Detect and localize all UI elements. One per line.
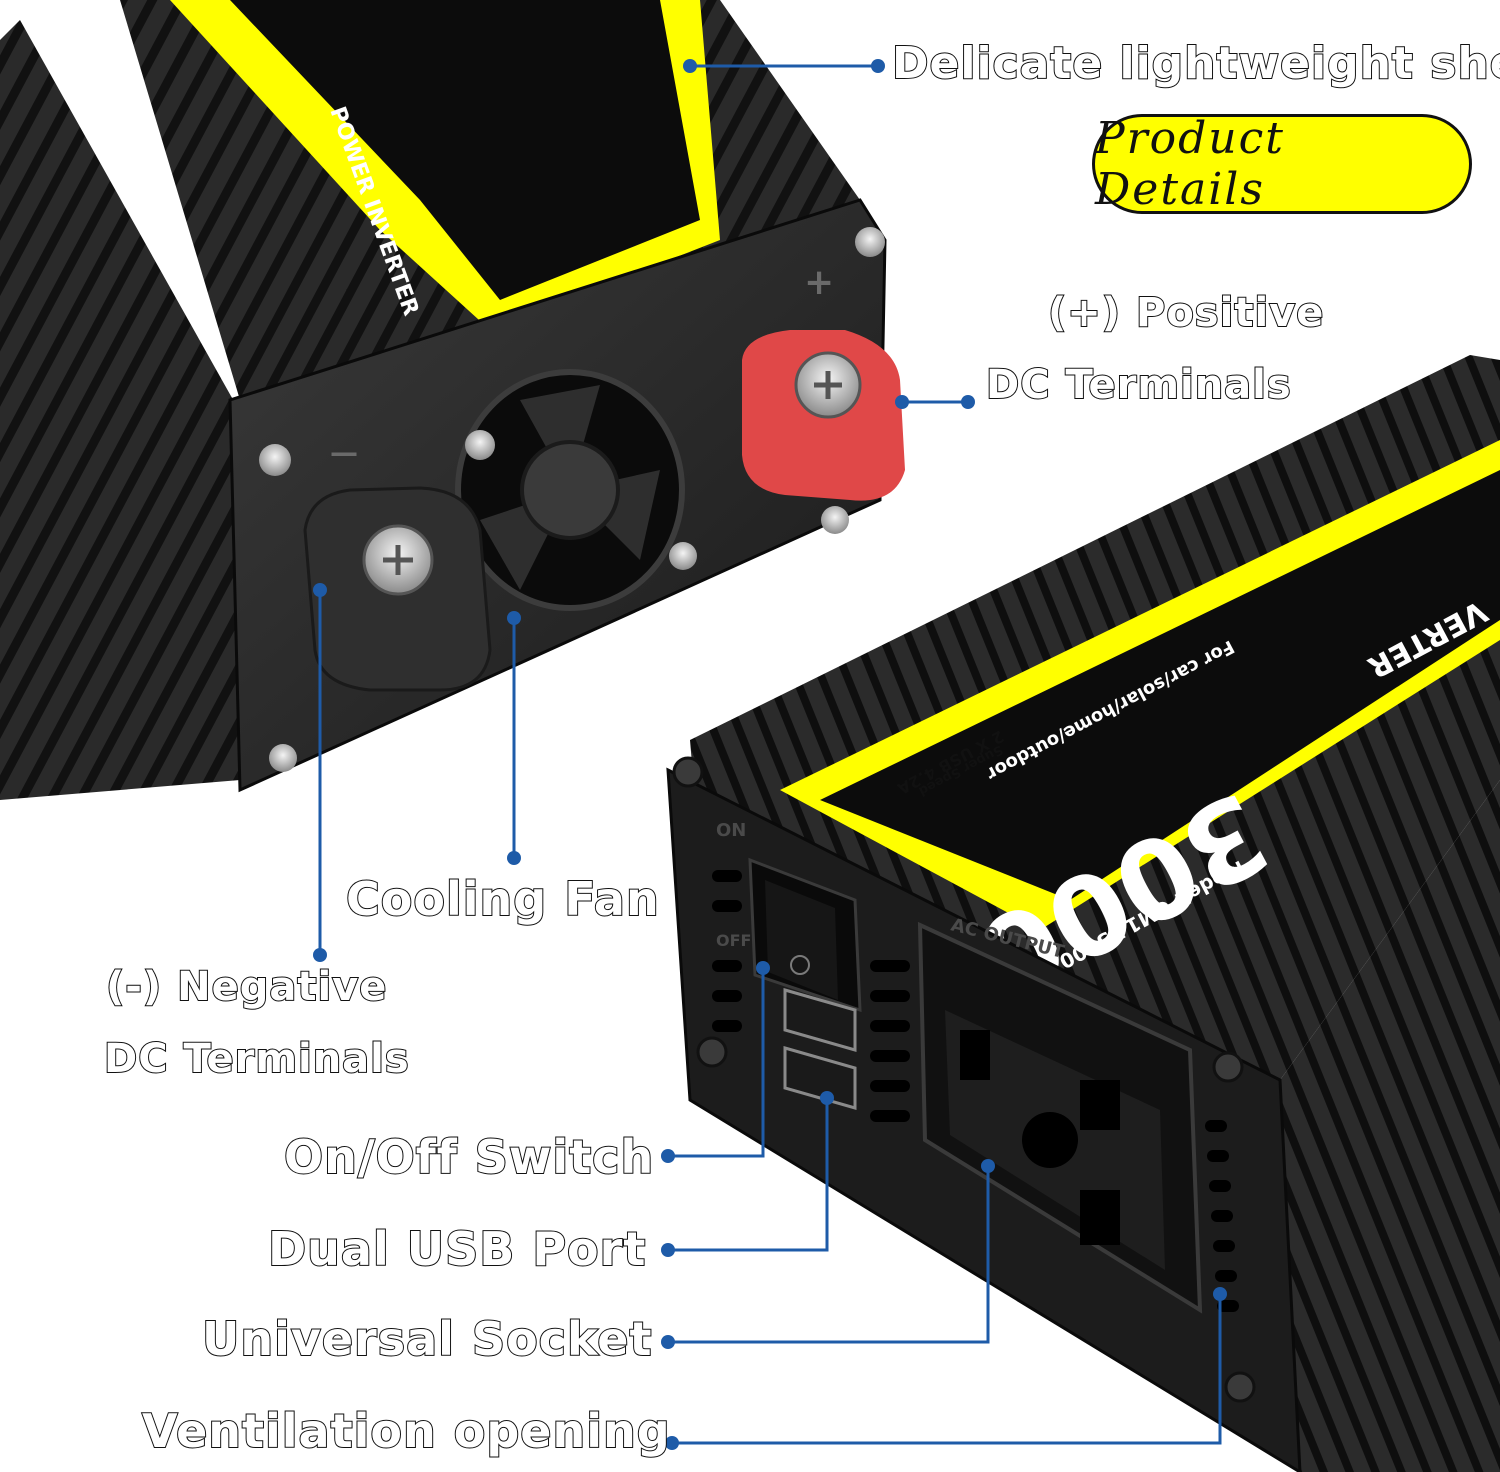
- callout-ventilation: Ventilation opening: [141, 1403, 671, 1459]
- line-socket: [668, 1166, 990, 1344]
- bottom-screws: [672, 756, 1256, 1403]
- line-switch: [668, 968, 765, 1158]
- panel-on-label: ON: [716, 820, 746, 841]
- callout-socket: Universal Socket: [201, 1311, 653, 1367]
- callout-dots: [313, 59, 1227, 1450]
- callout-positive-line1: (+) Positive: [1047, 289, 1325, 337]
- on-off-switch: [748, 857, 862, 1013]
- product-details-badge: Product Details: [1092, 113, 1472, 215]
- universal-socket: [917, 921, 1203, 1314]
- negative-terminal: [303, 486, 492, 692]
- line-usb: [668, 1098, 829, 1252]
- bottom-black-label: [820, 470, 1500, 900]
- right-vents: [1205, 1120, 1239, 1312]
- product-details-label: Product Details: [1095, 113, 1285, 215]
- usb-ports: [783, 988, 857, 1110]
- callout-positive-line2: DC Terminals: [985, 361, 1292, 409]
- top-inverter-side-fins: [0, 20, 250, 800]
- cooling-fan: [455, 369, 685, 611]
- callout-shell: Delicate lightweight shell: [891, 37, 1500, 90]
- bottom-inverter: 3000W Model: CM1-T3000 For car/solar/hom…: [666, 355, 1500, 1472]
- callout-negative-line1: (-) Negative: [105, 963, 388, 1011]
- plus-sign: +: [804, 262, 834, 303]
- minus-sign: —: [330, 436, 358, 469]
- positive-terminal: [742, 330, 905, 501]
- callout-cooling-fan: Cooling Fan: [345, 871, 660, 927]
- top-black-label: [230, 0, 700, 300]
- callout-usb: Dual USB Port: [267, 1221, 647, 1277]
- bottom-side-fins: [1280, 780, 1500, 1472]
- callout-switch: On/Off Switch: [283, 1129, 655, 1185]
- top-screws: [259, 227, 885, 772]
- left-vents: [712, 870, 910, 1122]
- callout-negative-line2: DC Terminals: [103, 1035, 410, 1083]
- line-vent: [672, 1294, 1222, 1445]
- top-inverter: POWER INVERTER + —: [0, 0, 905, 800]
- callout-lines: [318, 64, 1222, 1445]
- panel-off-label: OFF: [716, 931, 751, 950]
